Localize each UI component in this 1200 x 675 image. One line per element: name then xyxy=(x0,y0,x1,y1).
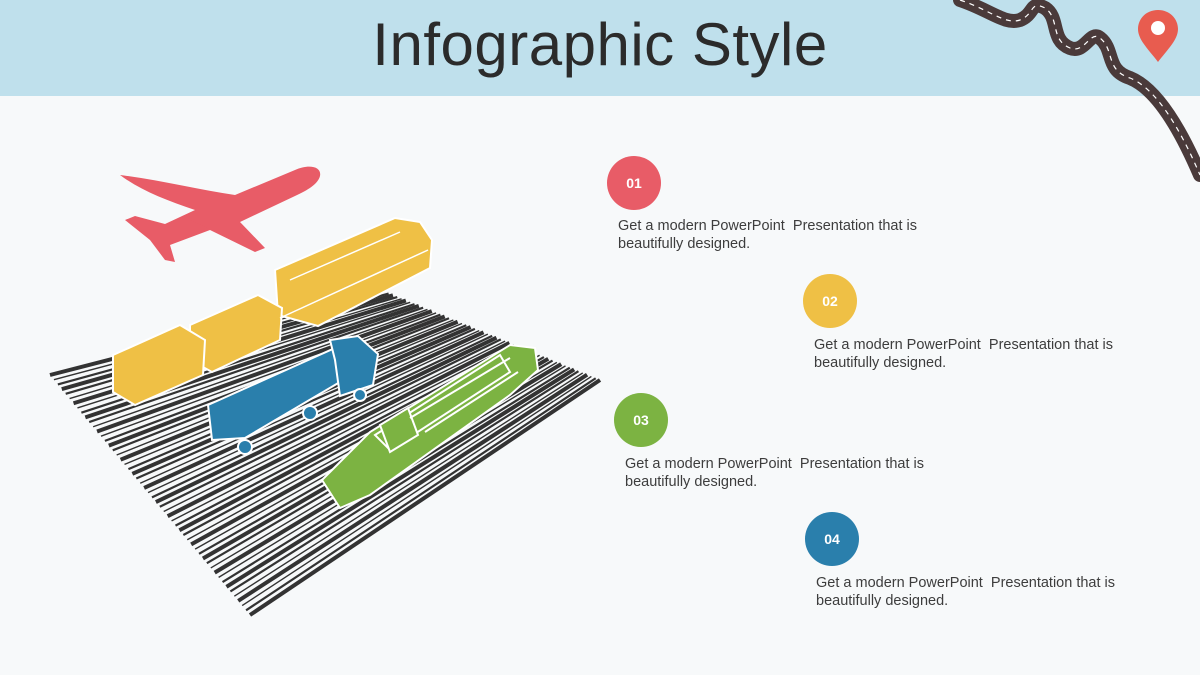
barcode-stripe xyxy=(151,334,493,499)
barcode-stripe xyxy=(229,370,580,593)
transport-illustration xyxy=(49,166,602,617)
item-description: Get a modern PowerPoint Presentation tha… xyxy=(814,337,1118,371)
barcode-stripe xyxy=(159,338,502,508)
cargo-ship-icon xyxy=(320,343,540,510)
barcode-stripe xyxy=(245,377,597,612)
barcode-stripe xyxy=(248,378,602,617)
number-badge: 04 xyxy=(805,512,859,566)
barcode-stripe xyxy=(155,335,498,504)
barcode-stripe xyxy=(96,309,433,434)
barcode-stripe xyxy=(233,372,584,597)
number-badge: 01 xyxy=(607,156,661,210)
barcode-stripe xyxy=(100,312,437,437)
number-badge: 03 xyxy=(614,393,668,447)
barcode-stripe xyxy=(135,327,476,480)
barcode-stripe xyxy=(237,373,589,603)
winding-road-icon xyxy=(953,0,1200,182)
barcode-stripe xyxy=(171,344,515,522)
barcode-stripe xyxy=(163,340,506,513)
truck-icon xyxy=(206,334,380,455)
barcode-stripe xyxy=(92,308,428,428)
barcode-stripe xyxy=(225,367,576,589)
page-title: Infographic Style xyxy=(372,11,828,78)
barcode-stripe xyxy=(166,341,511,518)
barcode-stripe xyxy=(241,375,592,607)
freight-train-icon xyxy=(112,216,434,407)
location-pin-icon xyxy=(1138,10,1178,62)
item-description: Get a modern PowerPoint Presentation tha… xyxy=(618,218,922,252)
barcode-icon xyxy=(49,288,602,617)
airplane-icon xyxy=(120,166,321,262)
item-description: Get a modern PowerPoint Presentation tha… xyxy=(625,456,929,490)
number-badge: 02 xyxy=(803,274,857,328)
barcode-stripe xyxy=(88,306,424,424)
item-description: Get a modern PowerPoint Presentation tha… xyxy=(816,575,1120,609)
